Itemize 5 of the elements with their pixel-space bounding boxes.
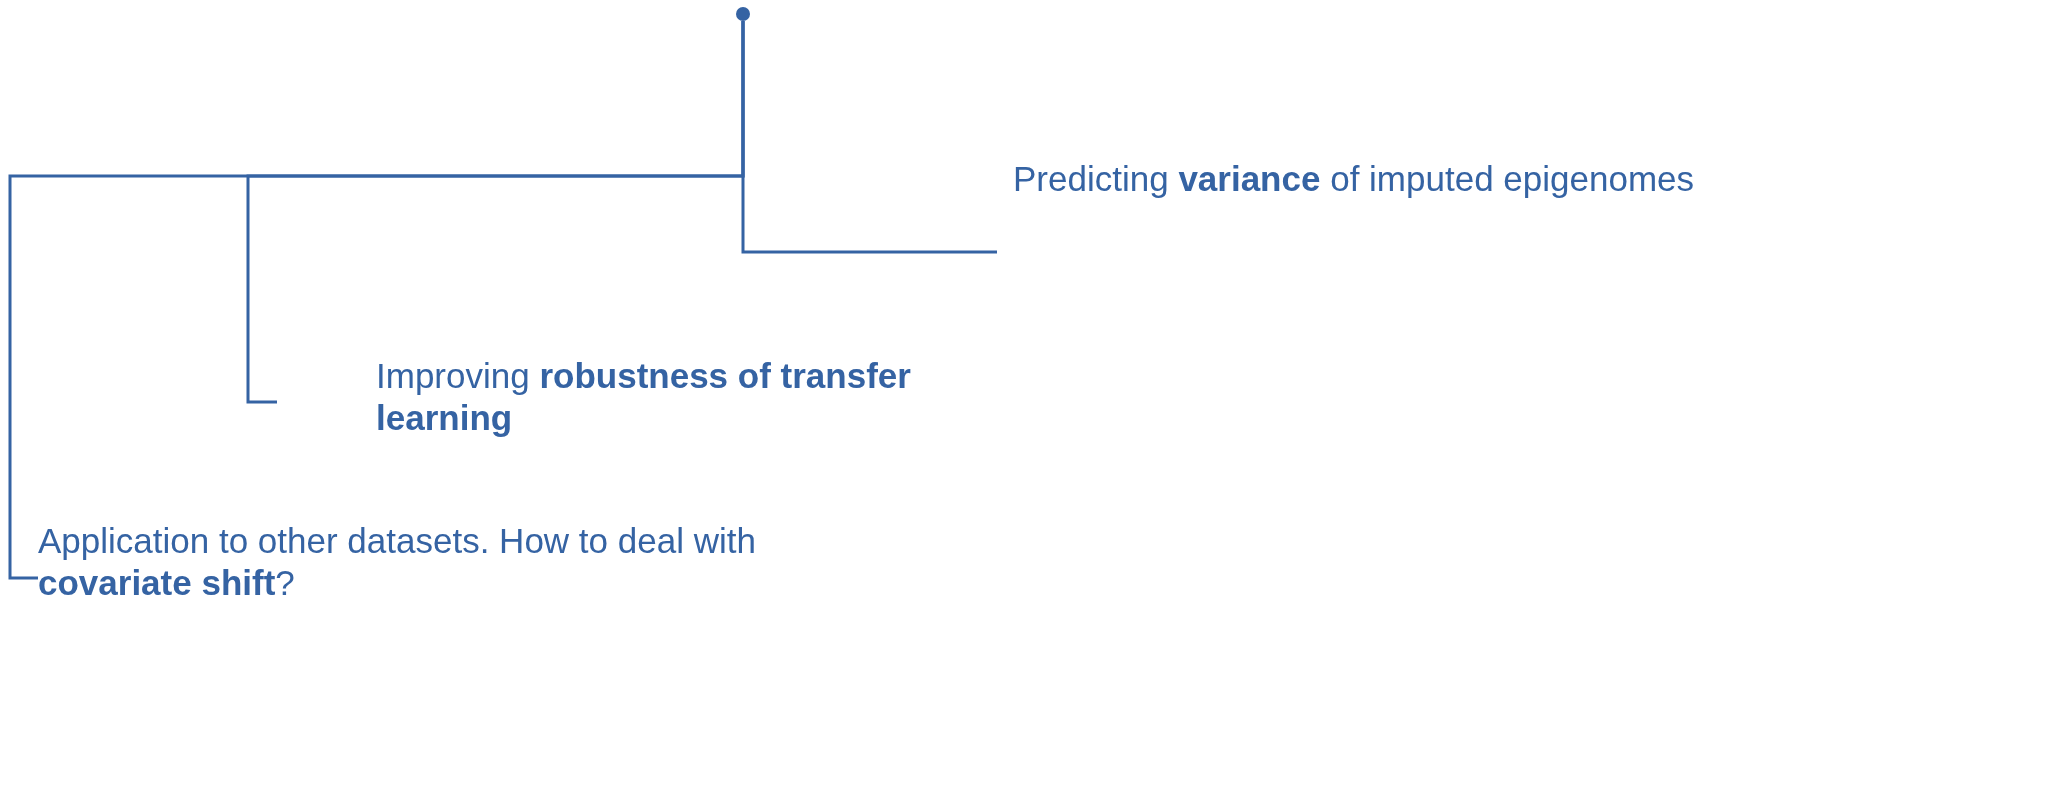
junction-dot <box>736 7 750 21</box>
branch-label: Application to other datasets. How to deal with covariate shift? <box>38 520 757 604</box>
branch-label: Predicting variance of imputed epigenomes <box>1013 158 1695 200</box>
connector-line <box>8 21 745 580</box>
branch-label: Improving robustness of transfer learning <box>376 355 912 439</box>
